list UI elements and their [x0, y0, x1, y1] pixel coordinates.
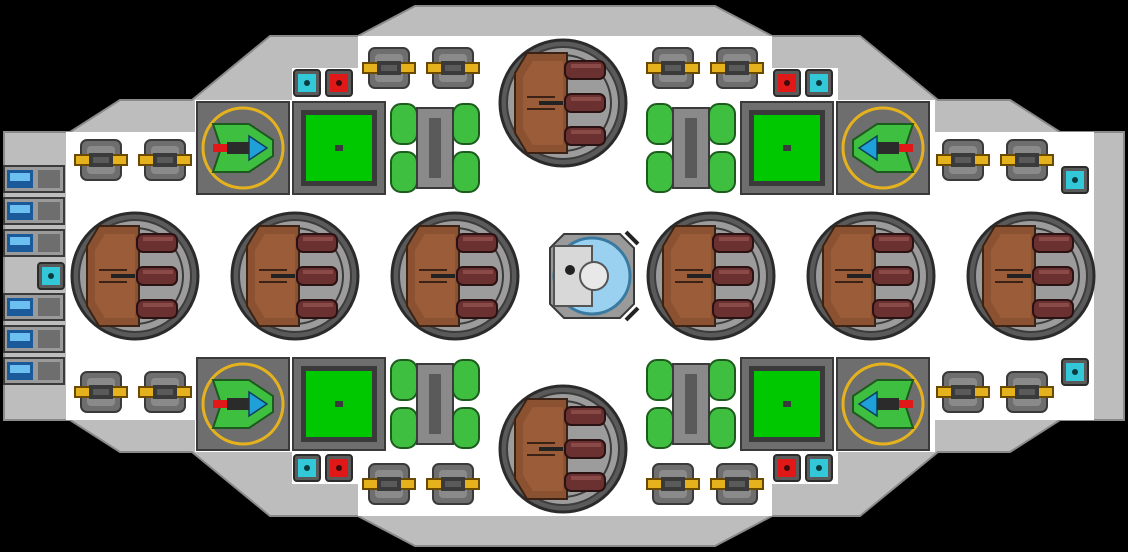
cyan-node-icon[interactable] — [37, 262, 65, 290]
gun-turret-icon[interactable] — [426, 47, 480, 89]
red-node-icon[interactable] — [325, 69, 353, 97]
shield-generator-icon[interactable] — [835, 356, 931, 452]
thruster-icon[interactable] — [3, 197, 65, 225]
gun-turret-icon[interactable] — [710, 47, 764, 89]
power-screen-icon[interactable] — [740, 357, 834, 451]
cyan-node-icon[interactable] — [805, 454, 833, 482]
ship-core-icon[interactable] — [549, 230, 640, 322]
gun-turret-icon[interactable] — [710, 463, 764, 505]
turret-left-1-icon[interactable] — [70, 211, 200, 341]
gun-turret-icon[interactable] — [74, 371, 128, 413]
cyan-node-icon[interactable] — [1061, 358, 1089, 386]
gun-turret-icon[interactable] — [426, 463, 480, 505]
gun-turret-icon[interactable] — [362, 47, 416, 89]
gun-turret-icon[interactable] — [646, 47, 700, 89]
cyan-node-icon[interactable] — [1061, 166, 1089, 194]
turret-left-2-icon[interactable] — [230, 211, 360, 341]
power-screen-icon[interactable] — [292, 101, 386, 195]
thruster-icon[interactable] — [3, 293, 65, 321]
red-node-icon[interactable] — [773, 69, 801, 97]
cyan-node-icon[interactable] — [805, 69, 833, 97]
shield-generator-icon[interactable] — [195, 356, 291, 452]
turret-top-icon[interactable] — [498, 38, 628, 168]
thruster-icon[interactable] — [3, 357, 65, 385]
gun-turret-icon[interactable] — [646, 463, 700, 505]
shield-generator-icon[interactable] — [195, 100, 291, 196]
cyan-node-icon[interactable] — [293, 69, 321, 97]
turret-bottom-icon[interactable] — [498, 384, 628, 514]
thruster-icon[interactable] — [3, 325, 65, 353]
gun-turret-icon[interactable] — [138, 371, 192, 413]
gun-turret-icon[interactable] — [936, 371, 990, 413]
shield-generator-icon[interactable] — [835, 100, 931, 196]
gun-turret-icon[interactable] — [138, 139, 192, 181]
power-screen-icon[interactable] — [740, 101, 834, 195]
turret-right-2-icon[interactable] — [806, 211, 936, 341]
gun-turret-icon[interactable] — [1000, 139, 1054, 181]
turret-right-3-icon[interactable] — [966, 211, 1096, 341]
red-node-icon[interactable] — [773, 454, 801, 482]
turret-left-3-icon[interactable] — [390, 211, 520, 341]
thruster-icon[interactable] — [3, 229, 65, 257]
power-screen-icon[interactable] — [292, 357, 386, 451]
gun-turret-icon[interactable] — [1000, 371, 1054, 413]
red-node-icon[interactable] — [325, 454, 353, 482]
thruster-icon[interactable] — [3, 165, 65, 193]
gun-turret-icon[interactable] — [362, 463, 416, 505]
gun-turret-icon[interactable] — [74, 139, 128, 181]
turret-right-1-icon[interactable] — [646, 211, 776, 341]
gun-turret-icon[interactable] — [936, 139, 990, 181]
cyan-node-icon[interactable] — [293, 454, 321, 482]
